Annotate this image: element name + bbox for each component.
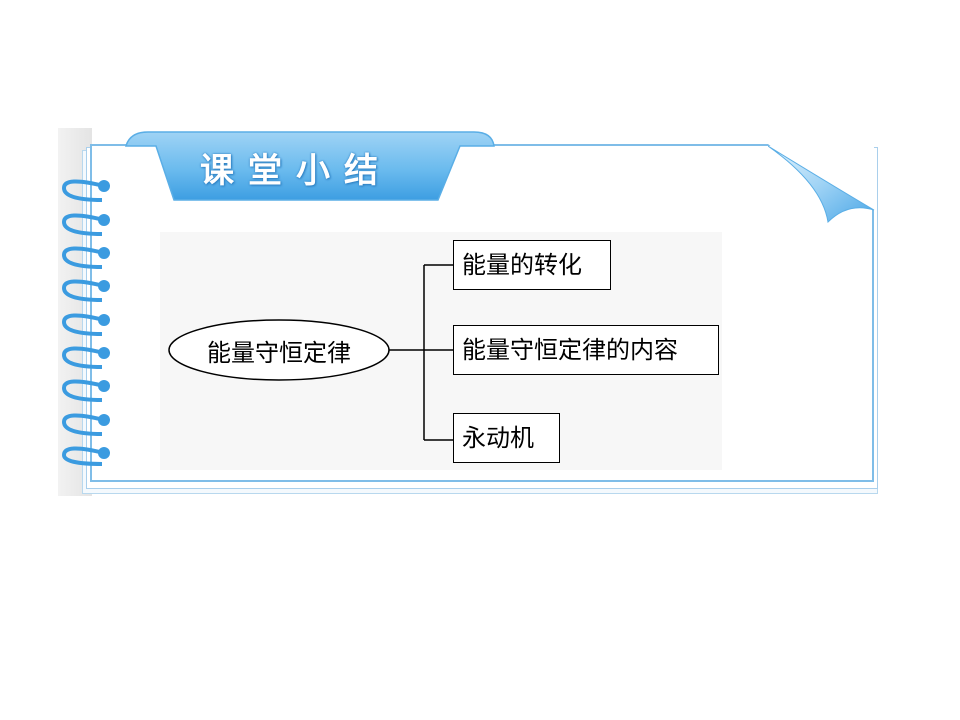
spiral-ring-icon (61, 413, 110, 436)
root-node-label: 能量守恒定律 (207, 338, 351, 367)
spiral-ring-icon (61, 346, 110, 369)
spiral-binding (61, 179, 110, 466)
spiral-ring-icon (61, 279, 110, 302)
spiral-ring-icon (61, 379, 110, 402)
child-node-1: 能量的转化 (453, 240, 611, 290)
lesson-summary-title: 课堂小结 (200, 151, 392, 191)
spiral-ring-icon (61, 313, 110, 336)
page-curl-icon (768, 144, 875, 224)
child-node-3: 永动机 (453, 413, 560, 463)
child-node-2: 能量守恒定律的内容 (453, 325, 719, 375)
spiral-ring-icon (61, 213, 110, 236)
spiral-ring-icon (61, 246, 110, 269)
spiral-ring-icon (61, 446, 110, 466)
spiral-ring-icon (61, 179, 110, 202)
header-tab (125, 131, 495, 201)
